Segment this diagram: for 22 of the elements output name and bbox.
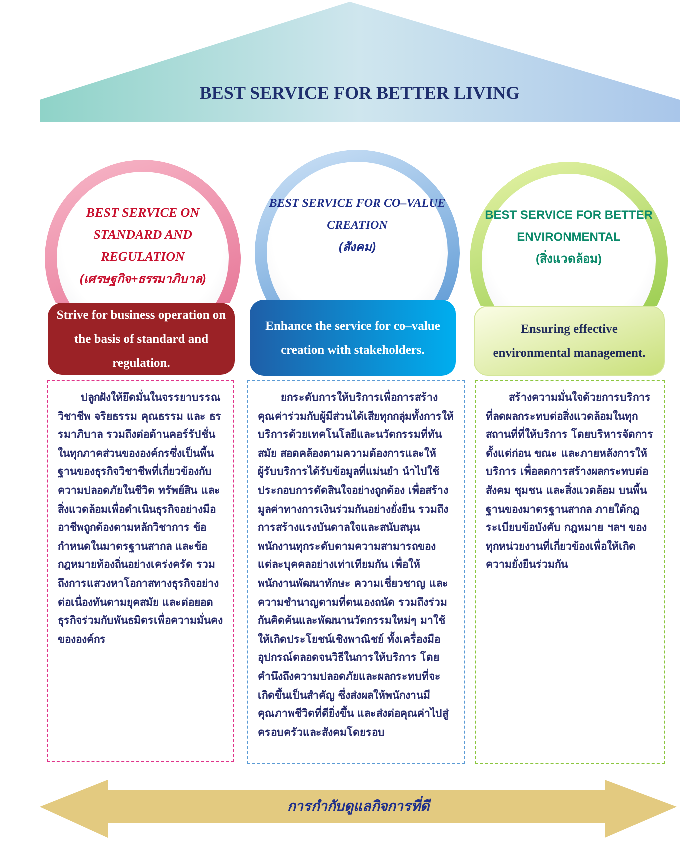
banner-title: BEST SERVICE FOR BETTER LIVING	[200, 83, 520, 104]
pillar-banner	[474, 306, 665, 376]
pillar-subtitle: (สังคม)	[339, 239, 376, 256]
pillar-heading: BEST SERVICE FOR BETTER ENVIRONMENTAL	[484, 207, 654, 246]
double-arrow-banner	[40, 780, 677, 840]
pillar-banner	[48, 303, 235, 375]
description-panel	[47, 380, 234, 762]
description-text: สร้างความมั่นใจด้วยการบริการที่ลดผลกระทบต่อสิ่งแวดล้อมในทุกสถานที่ที่ให้บริการ โดยบริหารจัดการตั้งแต่ก่อน ขณะ และภายหลังการให้บริการ เพื่อลดการสร้างผลกระทบต่อสังคม ชุมชน และสิ่งแวดล้อม บนพื้นฐานของมาตรฐานสากล ภายใต้กฎระเบียบข้อบังคับ กฎหมาย ฯลฯ ของทุกหน่วยงานที่เกี่ยวข้องเพื่อให้เกิดความยั่งยืนร่วมกัน	[486, 389, 654, 575]
pillar-subtitle: (สิ่งแวดล้อม)	[536, 249, 602, 268]
description-panel	[247, 380, 465, 764]
banner-text: Ensuring effective environmental management.	[492, 321, 647, 362]
roof-banner	[40, 0, 680, 122]
pillar-heading: BEST SERVICE ON STANDARD AND REGULATION	[85, 204, 201, 266]
pillar-subtitle: (เศรษฐกิจ+ธรรมาภิบาล)	[80, 271, 206, 288]
banner-text: Strive for business operation on the basis of standard and regulation.	[56, 307, 227, 372]
banner-text: Enhance the service for co–value creation with stakeholders.	[264, 318, 442, 359]
description-text: ปลูกฝังให้ยึดมั่นในจรรยาบรรณวิชาชีพ จริยธรรม คุณธรรม และ ธรรมาภิบาล รวมถึงต่อต้านคอร์รัปชั่นในทุกภาคส่วนขององค์กรซึ่งเป็นพื้นฐานของธุรกิจวิชาชีพที่เกี่ยวข้องกับความปลอดภัยในชีวิต ทรัพย์สิน และสิ่งแวดล้อมเพื่อดำเนินธุรกิจอย่างมืออาชีพถูกต้องตามหลักวิชาการ ข้อกำหนดในมาตรฐานสากล และข้อกฎหมายท้องถิ่นอย่างเคร่งครัด รวมถึงการแสวงหาโอกาสทางธุรกิจอย่างต่อเนื่องทันตามยุคสมัย และต่อยอดธุรกิจร่วมกับพันธมิตรเพื่อความมั่นคงขององค์กร	[58, 389, 223, 650]
pillar-banner	[250, 300, 456, 376]
pillar-heading: BEST SERVICE FOR CO–VALUE CREATION	[268, 195, 447, 234]
banner-text: การกำกับดูแลกิจการที่ดี	[288, 795, 430, 817]
description-text: ยกระดับการให้บริการเพื่อการสร้างคุณค่าร่วมกับผู้มีส่วนได้เสียทุกกลุ่มทั้งการให้บริการด้วยเทคโนโลยีและนวัตกรรมที่ทันสมัย สอดคล้องตามความต้องการและให้ผู้รับบริการได้รับข้อมูลที่แม่นยำ นำไปใช้ประกอบการตัดสินใจอย่างถูกต้อง เพื่อสร้างมูลค่าทางการเงินร่วมกันอย่างยั่งยืน รวมถึงการสร้างแรงบันดาลใจและสนับสนุนพนักงานทุกระดับตามความสามารถของแต่ละบุคคลอย่างเท่าเทียมกัน เพื่อให้พนักงานพัฒนาทักษะ ความเชี่ยวชาญ และความชำนาญตามที่ตนเองถนัด รวมถึงร่วมกันคิดค้นและพัฒนานวัตกรรมใหม่ๆ มาใช้ให้เกิดประโยชน์เชิงพาณิชย์ ทั้งเครื่องมือ อุปกรณ์ตลอดจนวิธีในการให้บริการ โดยคำนึงถึงความปลอดภัยและผลกระทบที่จะเกิดขึ้นเป็นสำคัญ ซึ่งส่งผลให้พนักงานมีคุณภาพชีวิตที่ดียิ่งขึ้น และส่งต่อคุณค่าไปสู่ครอบครัวและสังคมโดยรอบ	[258, 389, 454, 742]
description-panel	[475, 380, 665, 764]
